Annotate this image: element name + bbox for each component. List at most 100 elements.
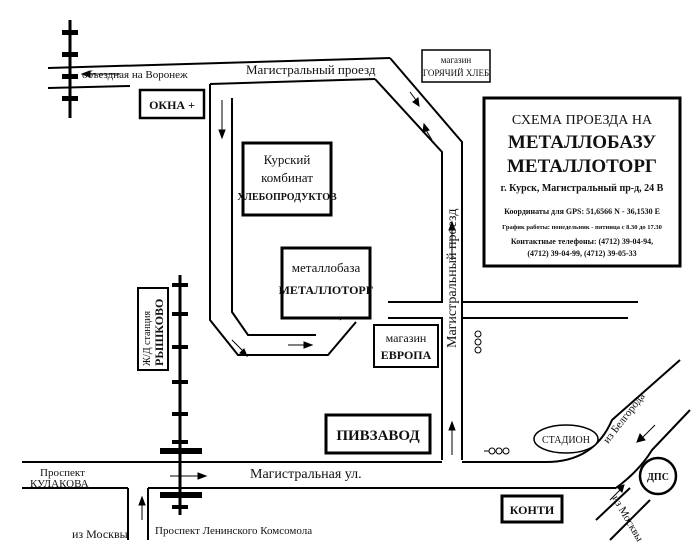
railway-crossing-north [160, 448, 202, 454]
station-label-line2: РЫШКОВО [152, 299, 166, 366]
title-line1: СХЕМА ПРОЕЗДА НА [512, 113, 653, 128]
road-voronezh-bypass-north-edge [47, 57, 391, 69]
title-box: СХЕМА ПРОЕЗДА НА МЕТАЛЛОБАЗУ МЕТАЛЛОТОРГ… [482, 96, 682, 268]
arrow-loop-corner-head [239, 348, 248, 357]
label-magistralnaya-street: Магистральная ул. [250, 467, 362, 482]
okna-label: ОКНА + [149, 98, 195, 112]
title-box-frame [482, 96, 682, 268]
traffic-light-icon [474, 330, 482, 338]
konti-box [500, 494, 564, 524]
railway-north [62, 20, 78, 118]
hleb-label-line2: ГОРЯЧИЙ ХЛЕБ [423, 68, 489, 78]
traffic-light-icon [474, 346, 482, 354]
railway-north-sleeper [62, 30, 78, 35]
place-goryachiy-hleb: магазин ГОРЯЧИЙ ХЛЕБ [421, 49, 491, 83]
kombinat-box [241, 141, 333, 217]
road-side-street-edge [388, 317, 443, 460]
kombinat-label-line2: комбинат [261, 170, 313, 185]
road-magistralny-top-south-edge [209, 78, 376, 85]
okna-box [138, 88, 206, 120]
pivzavod-label: ПИВЗАВОД [336, 428, 420, 444]
kombinat-label-line1: Курский [264, 152, 311, 167]
railway-sleeper [172, 345, 188, 349]
place-pivzavod: ПИВЗАВОД [324, 413, 432, 455]
label-from-moscow: из Москвы [72, 527, 128, 541]
station-label-line1: Ж/Д станция [142, 311, 153, 366]
traffic-light-icon [474, 338, 482, 346]
label-leninsky-komsomol: Проспект Ленинского Комсомола [155, 525, 312, 537]
railway-sleeper [172, 440, 188, 444]
stadion-label: СТАДИОН [542, 435, 590, 446]
railway-north-sleeper [62, 96, 78, 101]
label-kulakova-line1: Проспект [40, 467, 85, 479]
railway-ryshkovo [160, 275, 202, 515]
evropa-label-line2: ЕВРОПА [381, 348, 432, 362]
evropa-box [373, 324, 439, 368]
road-moscow-ramp-west-edge [595, 487, 631, 521]
arrow-north-side-head [448, 420, 456, 431]
label-to-moscow: из Москвы [609, 494, 645, 545]
arrow-west-bypass-head [80, 70, 91, 78]
title-phones-line2: (4712) 39-04-99, (4712) 39-05-33 [527, 249, 636, 258]
traffic-light-icon [488, 447, 496, 455]
railway-sleeper [172, 312, 188, 316]
title-gps: Координаты для GPS: 51,6566 N - 36,1530 … [504, 207, 660, 216]
place-station-ryshkovo: Ж/Д станция РЫШКОВО [137, 287, 169, 371]
railway-sleeper [172, 412, 188, 416]
hleb-box [421, 49, 491, 83]
arrow-from-belgorod-head [636, 433, 646, 443]
arrow-east-magistralnaya-head [197, 472, 208, 480]
arrow-loop-corner [231, 339, 245, 353]
kombinat-label-line3: ХЛЕБОПРОДУКТОВ [237, 192, 337, 203]
place-metallobaza: металлобаза МЕТАЛЛОТОРГ [279, 246, 374, 320]
metallobaza-label-line1: металлобаза [292, 260, 361, 275]
evropa-label-line1: магазин [386, 331, 427, 345]
railway-north-sleeper [62, 52, 78, 57]
railway-sleeper [172, 283, 188, 287]
place-okna: ОКНА + [138, 88, 206, 120]
place-konti: КОНТИ [500, 494, 564, 524]
konti-label: КОНТИ [510, 503, 555, 517]
station-box [137, 287, 169, 371]
title-address: г. Курск, Магистральный пр-д, 24 В [501, 183, 664, 194]
label-voronezh-bypass: объездная на Воронеж [82, 69, 188, 81]
arrow-north-leninsky-head [138, 495, 146, 506]
hleb-label-line1: магазин [441, 55, 472, 65]
place-kombinat: Курский комбинат ХЛЕБОПРОДУКТОВ [237, 141, 337, 217]
title-line2: МЕТАЛЛОБАЗУ [508, 132, 656, 153]
railway-sleeper [172, 505, 188, 509]
metallobaza-label-line2: МЕТАЛЛОТОРГ [279, 283, 374, 297]
road-belgorod-curve-east-edge [615, 409, 691, 489]
arrow-diagonal-return-head [422, 122, 430, 133]
title-schedule: График работы: понедельник - пятница с 8… [502, 224, 662, 231]
dps-label: ДПС [647, 472, 669, 483]
railway-crossing-south [160, 492, 202, 498]
traffic-light-icons [474, 330, 510, 455]
arrow-north-proezd-head [448, 220, 456, 231]
arrow-to-moscow-head [616, 484, 625, 493]
place-evropa: магазин ЕВРОПА [373, 324, 439, 368]
arrow-diagonal-head [412, 97, 420, 108]
place-dps: ДПС [638, 456, 678, 496]
label-kulakova-line2: КУЛАКОВА [30, 478, 89, 490]
road-loop-outer-edge [209, 84, 357, 356]
arrow-diagonal-return [425, 129, 433, 141]
place-stadion: СТАДИОН [533, 424, 599, 454]
railway-north-sleeper [62, 74, 78, 79]
arrow-south-loop-head [218, 129, 226, 140]
label-magistralny-proezd-top: Магистральный проезд [246, 62, 376, 77]
arrow-from-belgorod [641, 424, 656, 439]
stadion-oval [533, 424, 599, 454]
arrow-to-moscow [609, 489, 621, 501]
metallobaza-box [280, 246, 372, 320]
road-diagonal-outer-edge [389, 57, 463, 460]
road-moscow-ramp-east-edge [609, 499, 651, 541]
pivzavod-box [324, 413, 432, 455]
traffic-light-icon [502, 447, 510, 455]
arrow-east-loop-head [303, 341, 314, 349]
road-diagonal-inner-edge [374, 78, 443, 303]
road-voronezh-bypass-south-edge [47, 85, 131, 89]
dps-circle [638, 456, 678, 496]
